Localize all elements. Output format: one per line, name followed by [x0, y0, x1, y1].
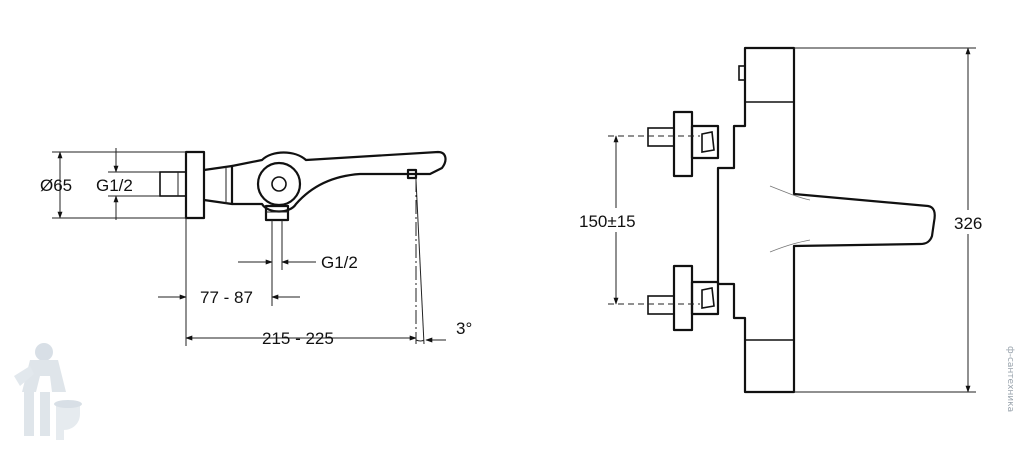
watermark-text: ф-сантехника — [1005, 346, 1015, 412]
knob-center — [271, 176, 287, 192]
mixer-body — [203, 164, 234, 206]
lower-inlet — [647, 264, 720, 332]
dim-spout-length: 215 - 225 — [262, 329, 334, 348]
outlet-fitting — [264, 204, 290, 222]
dim-total-height: 326 — [954, 214, 982, 233]
upper-inlet — [647, 110, 720, 178]
thermostat-body — [716, 46, 936, 394]
dim-spout-angle: 3° — [456, 319, 472, 338]
dim-outlet-thread: G1/2 — [321, 253, 358, 272]
inlet-connector — [159, 171, 187, 197]
wall-flange — [184, 150, 206, 220]
side-view: Ø65 G1/2 G1/2 77 - 87 215 - 225 3° — [40, 148, 472, 348]
dim-inlet-spacing: 150±15 — [579, 212, 636, 231]
dim-body-diameter: Ø65 — [40, 176, 72, 195]
dim-outlet-offset: 77 - 87 — [200, 288, 253, 307]
front-view: 150±15 326 — [574, 46, 990, 394]
dim-inlet-thread: G1/2 — [96, 176, 133, 195]
control-knob — [256, 161, 302, 207]
plumber-logo — [14, 343, 82, 440]
